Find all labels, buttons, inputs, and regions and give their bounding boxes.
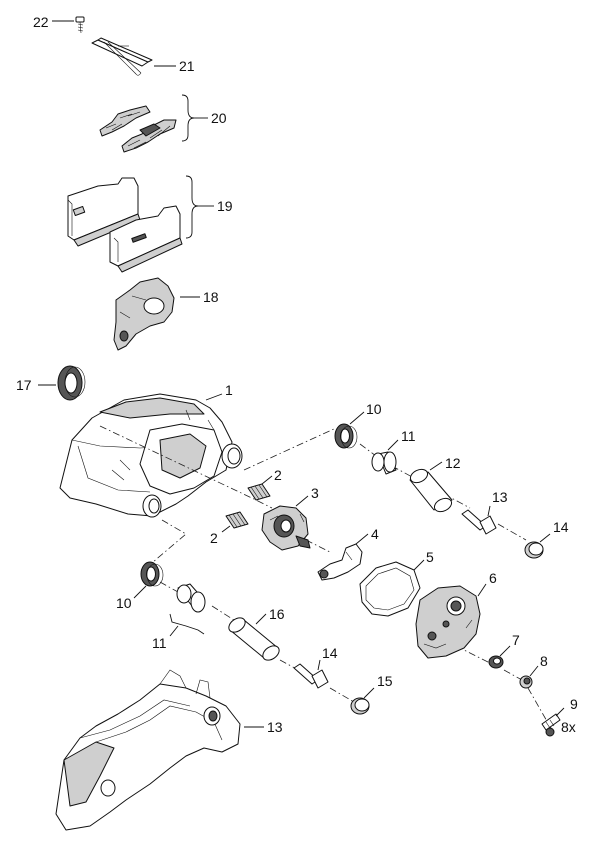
part-13-guide-bolt-lower [293,663,329,689]
callout-2b: 2 [210,530,218,546]
leader-8 [529,665,539,677]
callout-11a: 11 [401,428,416,444]
leader-13a [487,505,491,517]
part-22-screw [75,16,85,34]
callout-10a: 10 [366,401,382,417]
part-14-cap-upper [524,541,544,559]
part-19-brake-pads [67,177,183,273]
leader-10a [349,411,365,425]
callout-10b: 10 [116,595,132,611]
part-7-plug [488,655,504,669]
part-21-retainer-bar [91,37,153,76]
leader-2a [261,475,273,485]
leader-2b [221,525,231,533]
leader-9 [555,707,565,717]
leader-13b [317,659,321,671]
part-10-seal-lower [140,561,164,587]
callout-6: 6 [489,570,497,586]
part-12-guide-sleeve [409,468,453,513]
callout-16: 13 [267,719,283,735]
callout-13b: 14 [322,645,338,661]
callout-14b: 15 [377,673,393,689]
leader-14b [363,687,375,699]
leader-1 [205,393,223,401]
callout-19: 19 [217,198,233,214]
callout-11b: 11 [152,635,167,651]
part-6-cover-plate [415,585,481,659]
part-8-cap-nut [519,675,533,689]
part-14-cap-lower [350,697,370,715]
leader-4 [355,533,369,545]
callout-9-quantity: 8x [561,719,576,735]
bracket-19 [185,175,199,239]
part-10-seal-upper [334,423,358,449]
callout-4: 4 [371,526,379,542]
part-13-guide-bolt-upper [461,509,497,535]
leader-11b [169,625,179,637]
leader-10b [133,585,147,599]
callout-21: 21 [179,58,195,74]
callout-5: 5 [426,549,434,565]
leader-6 [477,583,487,597]
part-20-pad-springs [99,105,177,153]
leader-7 [499,645,511,657]
callout-8: 8 [540,653,548,669]
callout-12: 12 [445,455,461,471]
leader-11a [387,439,399,451]
callout-15: 16 [269,606,285,622]
callout-1: 1 [225,382,233,398]
part-18-pressure-plate [113,277,175,351]
callout-22: 22 [33,14,49,30]
callout-14a: 14 [553,519,569,535]
callout-9: 9 [570,696,578,712]
part-2-spring-lower [225,511,249,529]
part-3-adjuster [261,505,311,551]
part-9-bolt [541,713,561,737]
part-1-caliper-housing [59,393,243,518]
bracket-20 [181,94,195,142]
callout-18: 18 [203,289,219,305]
callout-3: 3 [311,485,319,501]
part-17-ring-seal [57,365,86,401]
part-16-carrier [55,669,241,831]
leader-14a [539,533,551,543]
callout-17: 17 [16,377,32,393]
bracket-11b [169,613,205,635]
part-2-spring-upper [247,483,271,501]
part-5-gasket [359,561,421,617]
callout-7: 7 [512,632,520,648]
part-4-lever [317,543,363,581]
callout-20: 20 [211,110,227,126]
leader-12 [429,461,443,471]
leader-5 [413,559,425,571]
leader-3 [295,495,309,507]
part-15-long-sleeve [228,617,280,661]
callout-13a: 13 [492,489,508,505]
callout-2a: 2 [274,467,282,483]
leader-15 [255,613,267,625]
part-11-bushing-lower [176,583,206,613]
part-11-bushing-upper [371,451,397,475]
